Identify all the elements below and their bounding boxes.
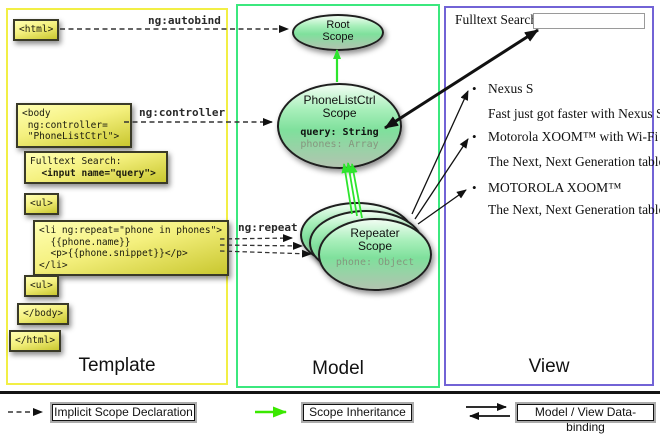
code-line: <p>{{phone.snippet}}</p> bbox=[39, 248, 188, 259]
code-line: "PhoneListCtrl"> bbox=[22, 131, 120, 142]
fulltext-search-label: Fulltext Search: bbox=[455, 12, 541, 27]
bullet-icon: • bbox=[472, 129, 477, 144]
code-line: </body> bbox=[23, 308, 64, 319]
scope-title: Scope bbox=[322, 106, 357, 120]
code-line: </html> bbox=[15, 335, 56, 346]
bullet-icon: • bbox=[472, 81, 477, 96]
view-item-title: • Nexus S bbox=[472, 81, 533, 97]
fulltext-search-input[interactable] bbox=[533, 13, 645, 29]
view-item-desc: Fast just got faster with Nexus S. bbox=[488, 106, 660, 121]
code-line: ng:controller= bbox=[22, 119, 108, 131]
scope-prop: phones: Array bbox=[300, 139, 379, 150]
legend-double-arrow bbox=[466, 403, 510, 420]
code-line: <input name="query"> bbox=[30, 167, 156, 179]
view-item-desc: The Next, Next Generation tablet. bbox=[488, 154, 660, 169]
scope-title: Root bbox=[326, 19, 350, 31]
scope-title: Scope bbox=[322, 31, 354, 43]
phonelistctrl-scope-ellipse: PhoneListCtrl Scope query: String phones… bbox=[277, 83, 402, 169]
code-line: <html> bbox=[19, 24, 54, 35]
code-line: <li ng:repeat="phone in phones"> bbox=[39, 225, 223, 236]
legend-scope-inheritance-box: Scope Inheritance bbox=[301, 402, 414, 423]
code-line: </li> bbox=[39, 259, 68, 271]
html-close-tag-box: </html> bbox=[9, 330, 62, 352]
code-line: <ul> bbox=[30, 198, 53, 209]
scope-title: Repeater bbox=[350, 226, 400, 240]
code-line: <body bbox=[22, 108, 51, 119]
template-column: Template bbox=[6, 8, 228, 385]
ng-repeat-label: ng:repeat bbox=[238, 221, 298, 234]
model-column: Model bbox=[236, 4, 440, 388]
scope-prop: phone: Object bbox=[335, 257, 415, 268]
li-repeat-box: <li ng:repeat="phone in phones"> {{phone… bbox=[33, 220, 229, 276]
view-item-title: • Motorola XOOM™ with Wi-Fi bbox=[472, 129, 658, 145]
ul-open-tag-box: <ul> bbox=[24, 193, 59, 215]
model-column-label: Model bbox=[312, 358, 364, 379]
scope-title: Scope bbox=[357, 239, 393, 253]
legend-data-binding-box: Model / View Data-binding bbox=[515, 402, 656, 434]
body-close-tag-box: </body> bbox=[17, 303, 70, 325]
scope-title: PhoneListCtrl bbox=[303, 93, 376, 107]
repeater-scope-ellipse: Repeater Scope phone: Object bbox=[318, 218, 432, 291]
code-line: {{phone.name}} bbox=[39, 236, 131, 248]
template-column-label: Template bbox=[78, 355, 156, 376]
body-open-tag-box: <body ng:controller= "PhoneListCtrl"> bbox=[16, 103, 132, 148]
view-item-title-text: MOTOROLA XOOM™ bbox=[488, 180, 622, 195]
view-item-title-text: Motorola XOOM™ with Wi-Fi bbox=[488, 129, 659, 144]
view-item-desc: The Next, Next Generation tablet. bbox=[488, 202, 660, 217]
view-item-title: • MOTOROLA XOOM™ bbox=[472, 180, 621, 196]
code-line: <ul> bbox=[30, 280, 53, 291]
view-column-label: View bbox=[528, 356, 570, 377]
legend-implicit-scope-box: Implicit Scope Declaration bbox=[50, 402, 197, 423]
ng-autobind-label: ng:autobind bbox=[148, 14, 221, 27]
root-scope-ellipse: Root Scope bbox=[292, 14, 384, 51]
scope-prop: query: String bbox=[300, 127, 379, 138]
view-item-title-text: Nexus S bbox=[488, 81, 534, 96]
ng-controller-label: ng:controller bbox=[139, 106, 226, 119]
fulltext-search-template-box: Fulltext Search: <input name="query"> bbox=[24, 151, 168, 184]
bullet-icon: • bbox=[472, 180, 477, 195]
html-open-tag-box: <html> bbox=[13, 19, 60, 41]
legend-divider-line bbox=[0, 391, 660, 394]
view-column: View bbox=[444, 6, 654, 386]
code-line: Fulltext Search: bbox=[30, 156, 122, 167]
ul-close-tag-box: <ul> bbox=[24, 275, 59, 297]
